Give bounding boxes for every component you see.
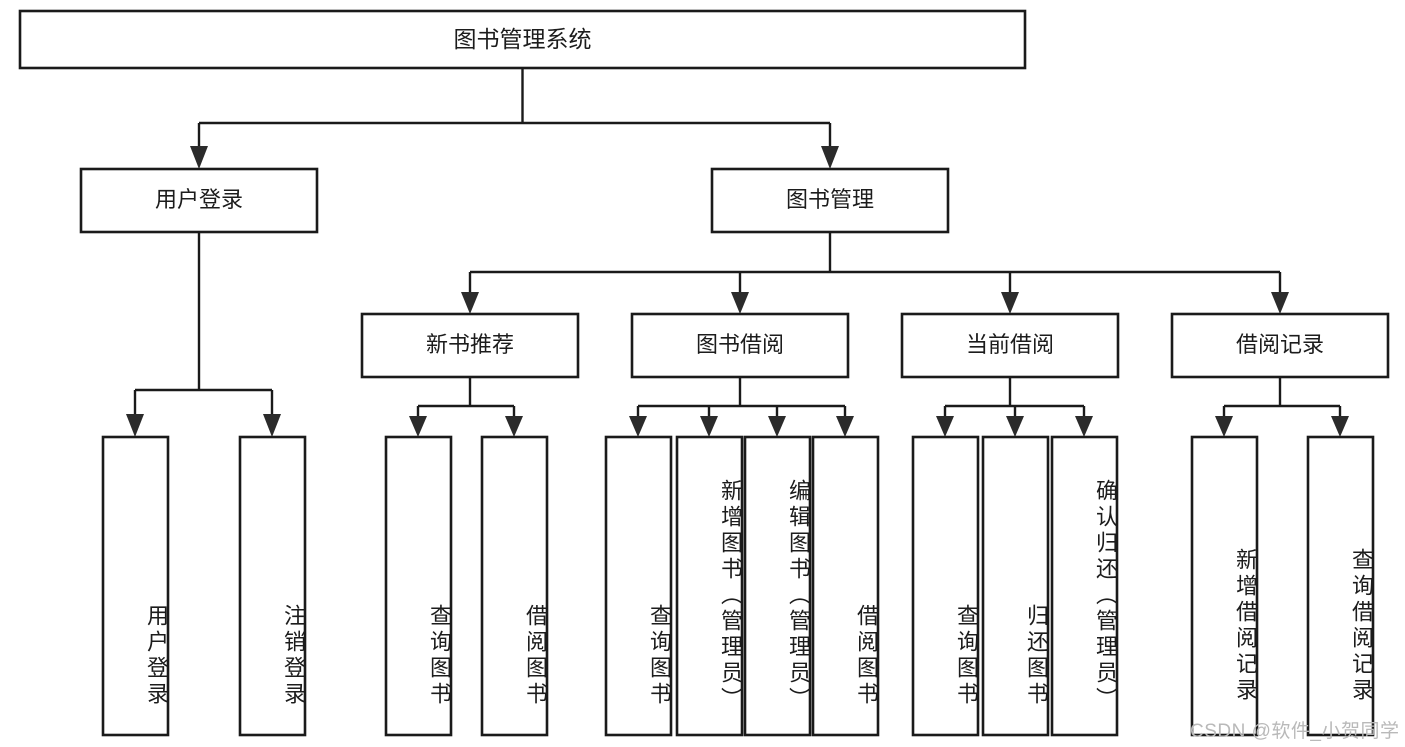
connector-group-root [190, 68, 839, 169]
arrowhead-leaf-query-book-2 [629, 416, 647, 437]
node-new-book-recommend-box[interactable] [360, 312, 580, 379]
arrowhead-leaf-borrow-book-1 [505, 416, 523, 437]
connector-group-book-borrow [629, 377, 854, 437]
connector-group-current-borrow [936, 377, 1093, 437]
node-current-borrow-label: 当前借阅 [966, 332, 1054, 357]
node-current-borrow-box[interactable] [900, 312, 1120, 379]
arrowhead-leaf-borrow-book-2 [836, 416, 854, 437]
node-borrow-record[interactable]: 借阅记录 [1170, 312, 1390, 379]
node-leaf-return-book-box[interactable] [981, 435, 1050, 737]
node-leaf-borrow-book-1-box[interactable] [480, 435, 549, 737]
leaf-boxes [101, 435, 1375, 737]
connector-group-new-book-recommend [409, 377, 523, 437]
arrowhead-leaf-query-borrow-record [1331, 416, 1349, 437]
node-user-login[interactable]: 用户登录 [79, 167, 319, 234]
node-leaf-add-book-box[interactable] [675, 435, 744, 737]
node-leaf-borrow-book-2-box[interactable] [811, 435, 880, 737]
node-root-label: 图书管理系统 [454, 26, 592, 52]
arrowhead-borrow-record [1271, 292, 1289, 314]
arrowhead-leaf-edit-book [768, 416, 786, 437]
arrowhead-current-borrow [1001, 292, 1019, 314]
node-root[interactable]: 图书管理系统 [18, 9, 1027, 70]
node-borrow-record-label: 借阅记录 [1236, 332, 1324, 357]
arrowhead-leaf-add-borrow-record [1215, 416, 1233, 437]
node-book-management-box[interactable] [710, 167, 950, 234]
arrowhead-leaf-logout-login [263, 414, 281, 437]
node-leaf-query-book-3-box[interactable] [911, 435, 980, 737]
connector-group-book-management [461, 232, 1289, 314]
arrowhead-book-management [821, 146, 839, 169]
connector-group-borrow-record [1215, 377, 1349, 437]
node-leaf-edit-book-box[interactable] [743, 435, 812, 737]
arrowhead-book-borrow [731, 292, 749, 314]
node-new-book-recommend-label: 新书推荐 [426, 332, 514, 357]
node-book-borrow-label: 图书借阅 [696, 332, 784, 357]
csdn-watermark: CSDN @软件_小贺同学 [1190, 721, 1400, 742]
node-leaf-query-book-1-box[interactable] [384, 435, 453, 737]
node-leaf-add-borrow-record-box[interactable] [1190, 435, 1259, 737]
connector-group-user-login [126, 232, 281, 437]
node-new-book-recommend[interactable]: 新书推荐 [360, 312, 580, 379]
arrowhead-leaf-add-book [700, 416, 718, 437]
node-book-borrow-box[interactable] [630, 312, 850, 379]
arrowhead-leaf-query-book-3 [936, 416, 954, 437]
arrowhead-user-login [190, 146, 208, 169]
node-current-borrow[interactable]: 当前借阅 [900, 312, 1120, 379]
arrowhead-leaf-confirm-return [1075, 416, 1093, 437]
node-user-login-label: 用户登录 [155, 187, 243, 212]
arrowhead-leaf-query-book-1 [409, 416, 427, 437]
node-leaf-query-book-2-box[interactable] [604, 435, 673, 737]
node-user-login-box[interactable] [79, 167, 319, 234]
node-borrow-record-box[interactable] [1170, 312, 1390, 379]
node-book-management-label: 图书管理 [786, 187, 874, 212]
node-leaf-query-borrow-record-box[interactable] [1306, 435, 1375, 737]
node-leaf-confirm-return-box[interactable] [1050, 435, 1119, 737]
arrowhead-new-book-recommend [461, 292, 479, 314]
node-leaf-logout-login-box[interactable] [238, 435, 307, 737]
node-book-management[interactable]: 图书管理 [710, 167, 950, 234]
node-book-borrow[interactable]: 图书借阅 [630, 312, 850, 379]
node-leaf-user-login-box[interactable] [101, 435, 170, 737]
node-root-box[interactable] [18, 9, 1027, 70]
arrowhead-leaf-user-login [126, 414, 144, 437]
arrowhead-leaf-return-book [1006, 416, 1024, 437]
